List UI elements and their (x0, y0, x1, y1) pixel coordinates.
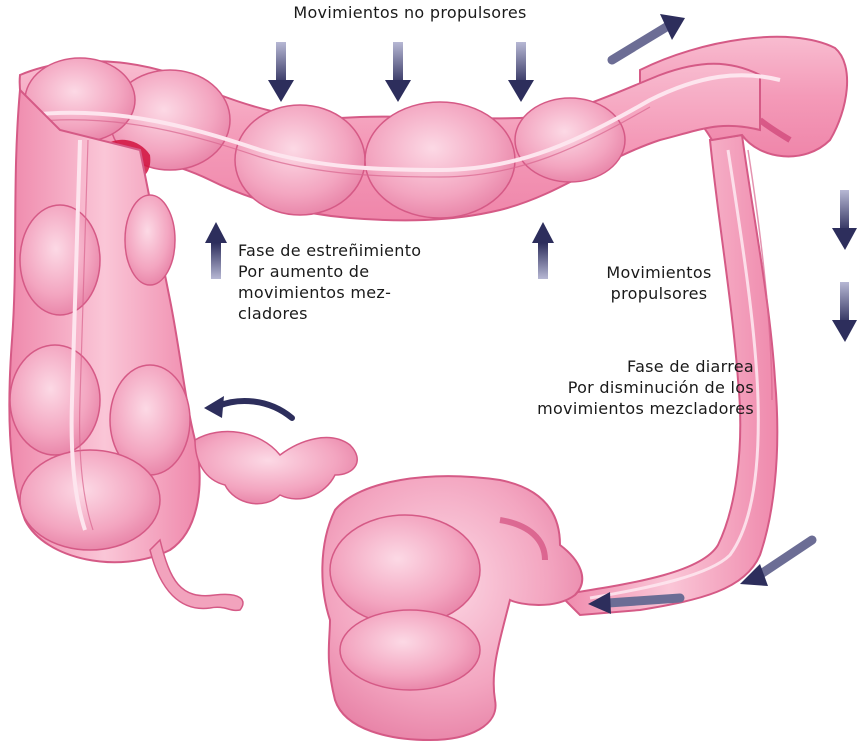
down-arrow-right-1 (832, 190, 857, 250)
label-non-propulsive: Movimientos no propulsores (230, 2, 590, 23)
label-diarrhea-phase: Fase de diarrea Por disminución de los m… (404, 356, 754, 419)
diagonal-arrow-top-right (612, 14, 685, 60)
down-arrow-right-2 (832, 282, 857, 342)
sigmoid-rectum (322, 476, 582, 740)
up-arrow-1 (205, 222, 227, 279)
label-constipation-phase: Fase de estreñimiento Por aumento de mov… (238, 240, 421, 324)
label-propulsive: Movimientos propulsores (574, 262, 744, 304)
down-arrow-2 (385, 42, 411, 102)
down-arrow-1 (268, 42, 294, 102)
down-arrow-3 (508, 42, 534, 102)
up-arrow-2 (532, 222, 554, 279)
non-propulsive-arrows (268, 42, 534, 102)
propulsive-arrows (832, 190, 857, 342)
curved-arrow-ileocecal (204, 396, 292, 418)
